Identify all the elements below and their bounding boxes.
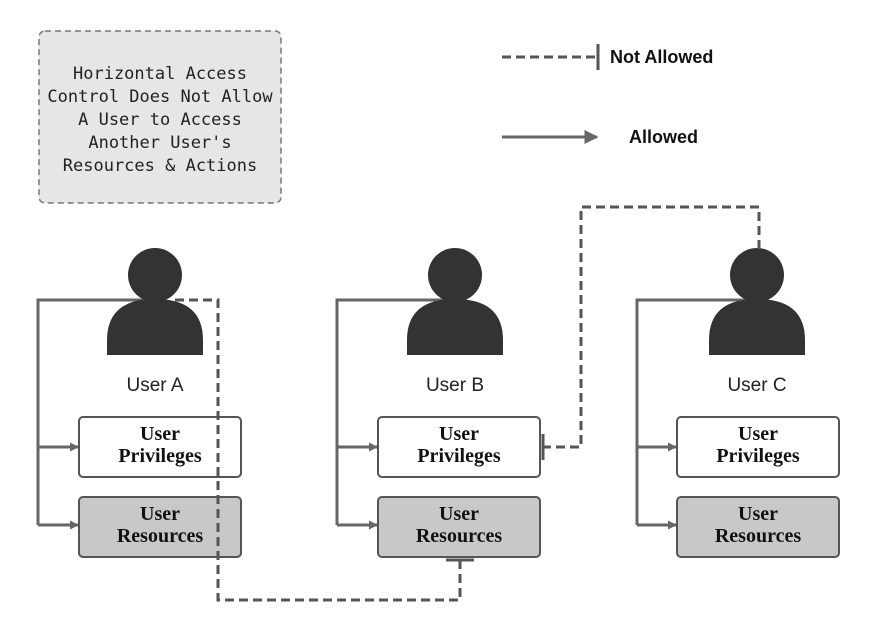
user-a-body — [107, 299, 203, 355]
user-a-resources-rect — [78, 496, 242, 558]
user-c-privileges-box: User Privileges — [676, 416, 840, 478]
user-c-resources-box: User Resources — [676, 496, 840, 558]
user-c-body — [709, 299, 805, 355]
user-c-label: User C — [727, 375, 786, 396]
legend: Not Allowed Allowed — [502, 44, 713, 147]
user-b-privileges-box: User Privileges — [377, 416, 541, 478]
user-c-connector-trunk — [635, 298, 755, 525]
user-b-resources-line-2: Resources — [416, 525, 502, 547]
note-line-3: A User to Access — [78, 110, 242, 130]
user-a-icon — [107, 248, 203, 355]
user-b-privileges-line-1: User — [439, 423, 479, 445]
not-allowed-connectors — [175, 205, 761, 602]
user-a-resources-line-1: User — [140, 503, 180, 525]
legend-not-allowed: Not Allowed — [502, 44, 713, 70]
user-c-resources-rect — [676, 496, 840, 558]
user-c-privileges-line-2: Privileges — [716, 445, 800, 467]
user-b-label: User B — [426, 375, 484, 396]
allowed-connectors — [36, 298, 755, 530]
user-c-head — [730, 248, 784, 302]
note-line-2: Control Does Not Allow — [47, 87, 273, 107]
user-b-resources-box: User Resources — [377, 496, 541, 558]
user-b-connector-trunk — [335, 298, 455, 525]
user-a-connector-trunk — [36, 298, 155, 525]
note-box: Horizontal Access Control Does Not Allow… — [38, 30, 282, 204]
user-b-icon — [407, 248, 503, 355]
user-a-resources-box: User Resources — [78, 496, 242, 558]
user-b-body — [407, 299, 503, 355]
user-a-resources-line-2: Resources — [117, 525, 203, 547]
user-b-privileges-line-2: Privileges — [417, 445, 501, 467]
legend-allowed-label: Allowed — [629, 127, 698, 147]
user-c-resources-line-1: User — [738, 503, 778, 525]
note-line-4: Another User's — [88, 133, 231, 153]
note-line-5: Resources & Actions — [63, 156, 257, 176]
user-a-head — [128, 248, 182, 302]
user-a-privileges-line-1: User — [140, 423, 180, 445]
note-background — [38, 30, 282, 204]
user-b-head — [428, 248, 482, 302]
note-line-1: Horizontal Access — [73, 64, 247, 84]
user-c-to-user-b-privileges-blocked-path — [543, 205, 761, 449]
user-b-resources-rect — [377, 496, 541, 558]
user-c-icon — [709, 248, 805, 355]
user-c-privileges-rect — [676, 416, 840, 478]
user-b-resources-line-1: User — [439, 503, 479, 525]
user-a-to-user-b-resources-blocked-path — [175, 298, 462, 602]
user-a-privileges-rect — [78, 416, 242, 478]
legend-allowed: Allowed — [502, 127, 698, 147]
user-c-resources-line-2: Resources — [715, 525, 801, 547]
user-b-privileges-rect — [377, 416, 541, 478]
user-a-privileges-box: User Privileges — [78, 416, 242, 478]
user-a-privileges-line-2: Privileges — [118, 445, 202, 467]
legend-not-allowed-label: Not Allowed — [610, 47, 713, 67]
user-c-privileges-line-1: User — [738, 423, 778, 445]
user-a-label: User A — [126, 375, 183, 396]
